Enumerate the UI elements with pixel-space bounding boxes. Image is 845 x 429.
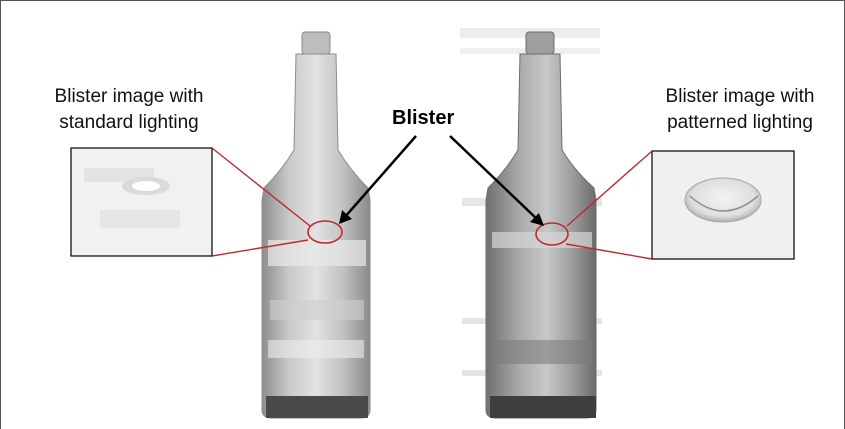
callout-line-left-bottom bbox=[211, 239, 309, 257]
left-caption: Blister image with standard lighting bbox=[34, 84, 224, 136]
right-caption-line2: patterned lighting bbox=[667, 112, 813, 133]
blister-circle-left bbox=[307, 220, 343, 244]
left-caption-line1: Blister image with bbox=[54, 86, 204, 107]
callout-line-left-top bbox=[211, 147, 311, 227]
inset-standard-lighting bbox=[70, 147, 213, 257]
blister-circle-right bbox=[535, 222, 569, 246]
callout-line-right-top bbox=[566, 150, 653, 227]
inset-patterned-lighting bbox=[651, 150, 795, 260]
blister-arrow-right bbox=[449, 135, 544, 226]
frame-left-border bbox=[0, 0, 1, 429]
blister-label: Blister bbox=[392, 107, 455, 129]
left-caption-line2: standard lighting bbox=[59, 112, 199, 133]
frame-top-border bbox=[0, 0, 845, 1]
bottle-patterned-lighting bbox=[485, 31, 597, 419]
callout-line-right-bottom bbox=[565, 243, 653, 260]
blister-arrow-left bbox=[339, 135, 417, 224]
right-caption: Blister image with patterned lighting bbox=[640, 84, 840, 136]
bottle-standard-lighting bbox=[261, 31, 371, 419]
right-caption-line1: Blister image with bbox=[665, 86, 815, 107]
